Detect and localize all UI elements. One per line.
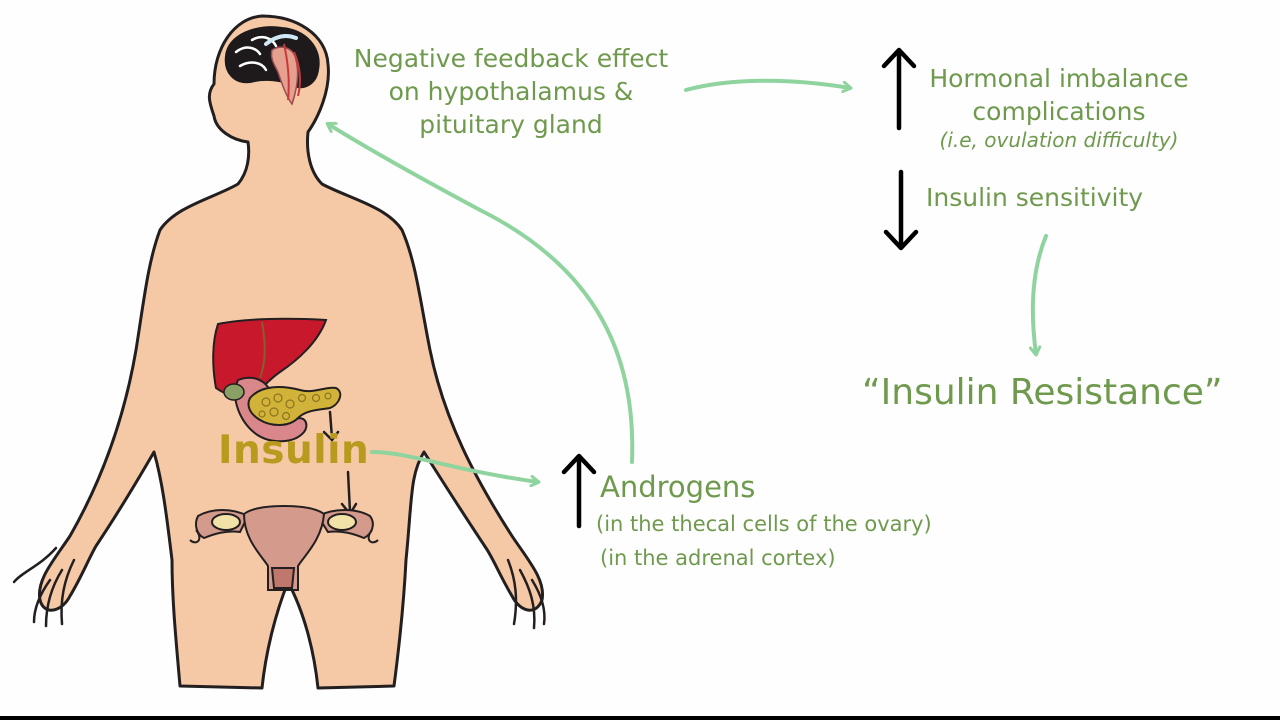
brain-icon (224, 26, 320, 106)
increase-arrow-hormonal (881, 47, 917, 131)
decrease-arrow-sensitivity (883, 169, 919, 251)
label-insulin: Insulin (218, 428, 370, 473)
label-hormonal-imbalance: Hormonal imbalance complications (929, 64, 1189, 126)
label-insulin-resistance: “Insulin Resistance” (862, 372, 1223, 413)
label-androgens-ovary: (in the thecal cells of the ovary) (596, 512, 932, 536)
arrow-androgens-to-brain (328, 124, 635, 464)
arrow-sensitivity-to-resistance (1033, 234, 1048, 354)
indicator-arrows (561, 47, 919, 529)
increase-arrow-androgens (561, 453, 597, 529)
arrow-feedback-to-hormonal (684, 78, 850, 90)
arrow-insulin-to-androgens (370, 450, 538, 482)
hand-right (506, 558, 546, 630)
liver-icon (212, 317, 328, 398)
uterus-icon (189, 504, 379, 591)
label-negative-feedback: Negative feedback effect on hypothalamus… (353, 44, 669, 139)
label-hormonal-example: (i.e, ovulation difficulty) (939, 128, 1179, 152)
label-androgens: Androgens (600, 470, 756, 504)
hand-left (12, 546, 76, 628)
label-androgens-adrenal: (in the adrenal cortex) (600, 546, 836, 570)
label-insulin-sensitivity: Insulin sensitivity (926, 183, 1144, 212)
flow-arrows (328, 78, 1048, 482)
